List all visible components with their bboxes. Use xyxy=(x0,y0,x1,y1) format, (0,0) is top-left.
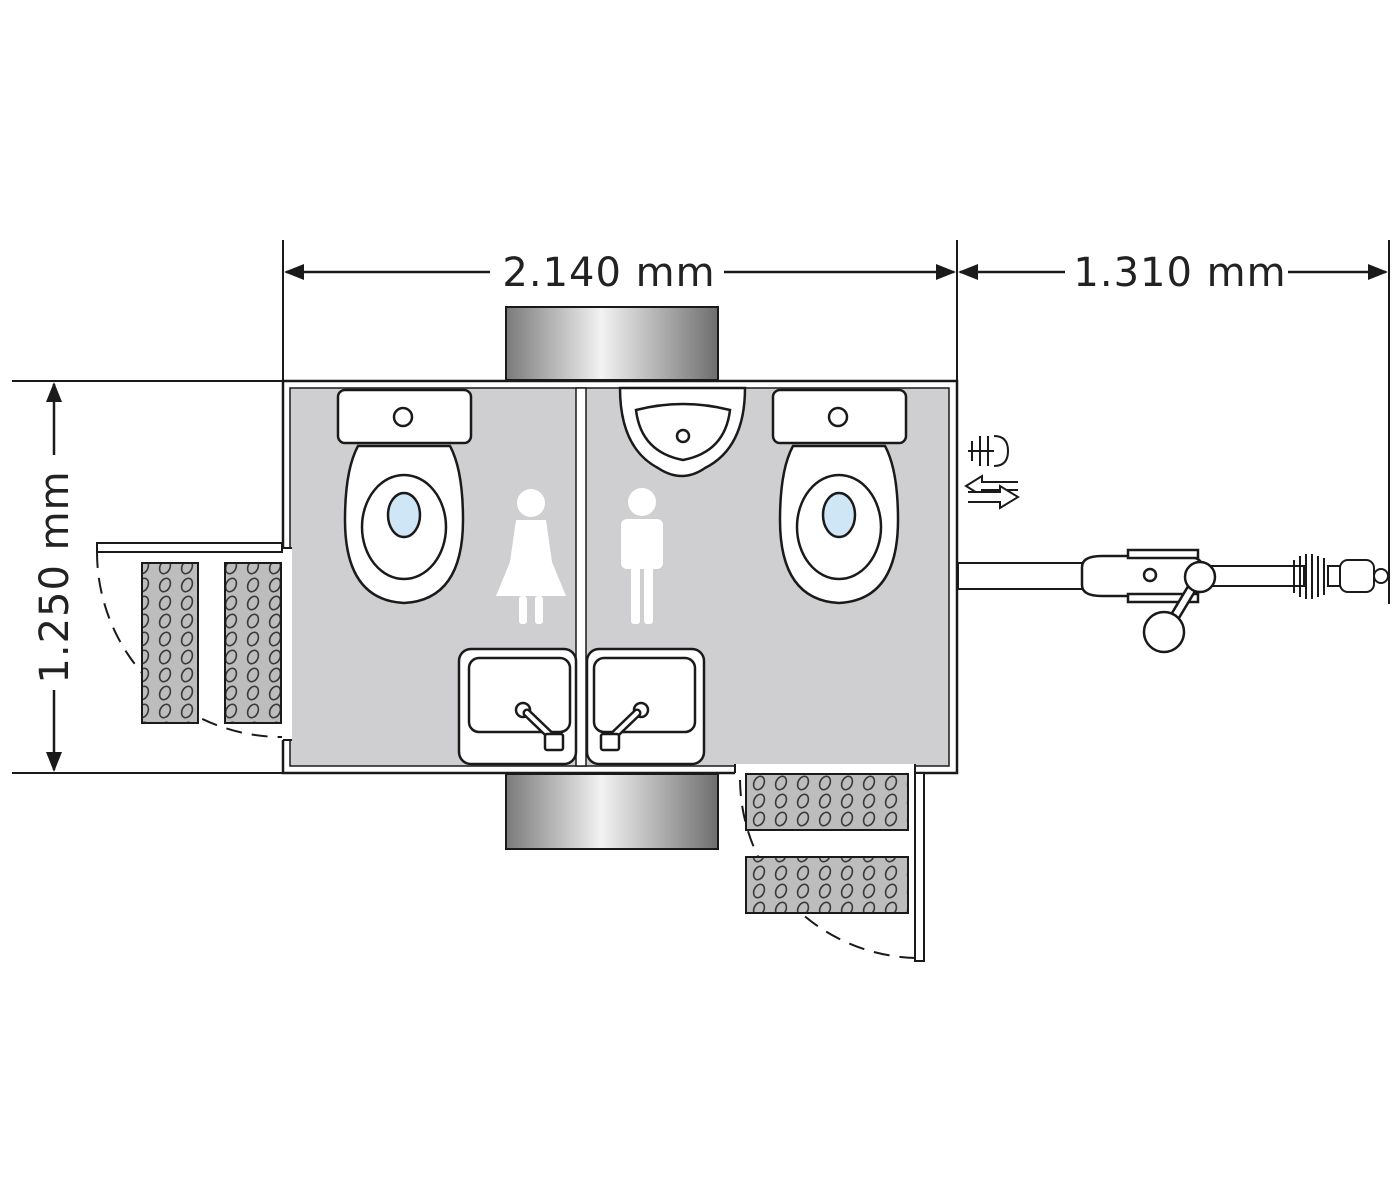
toilet-right xyxy=(771,388,908,605)
bottom-door xyxy=(914,772,925,962)
left-entrance xyxy=(96,542,283,738)
bottom-step-lower xyxy=(745,856,909,914)
coupling-head xyxy=(1293,554,1389,599)
wheel-top xyxy=(505,306,719,381)
water-connector-icon xyxy=(968,435,1010,467)
sink-left xyxy=(457,647,578,766)
wheel-bottom xyxy=(505,773,719,850)
left-step-inner xyxy=(224,562,282,724)
drawbar-dimension: 1.310 mm xyxy=(958,240,1390,604)
urinal xyxy=(618,386,747,478)
depth-label: 1.250 mm xyxy=(32,470,78,683)
toilet-left xyxy=(336,388,473,605)
depth-dimension: 1.250 mm xyxy=(12,380,283,774)
hitch-brake-lever xyxy=(1080,548,1217,654)
bottom-step-upper xyxy=(745,773,909,831)
left-door xyxy=(96,542,283,553)
drawbar-label: 1.310 mm xyxy=(1073,250,1286,296)
woman-icon xyxy=(496,489,566,624)
partition-wall xyxy=(575,387,587,767)
bottom-entrance xyxy=(739,772,925,962)
width-dimension: 2.140 mm xyxy=(282,240,958,382)
width-label: 2.140 mm xyxy=(502,250,715,296)
inlet-outlet-arrows-icon xyxy=(964,474,1020,510)
man-icon xyxy=(621,488,663,624)
left-step-outer xyxy=(141,562,199,724)
sink-right xyxy=(585,647,706,766)
